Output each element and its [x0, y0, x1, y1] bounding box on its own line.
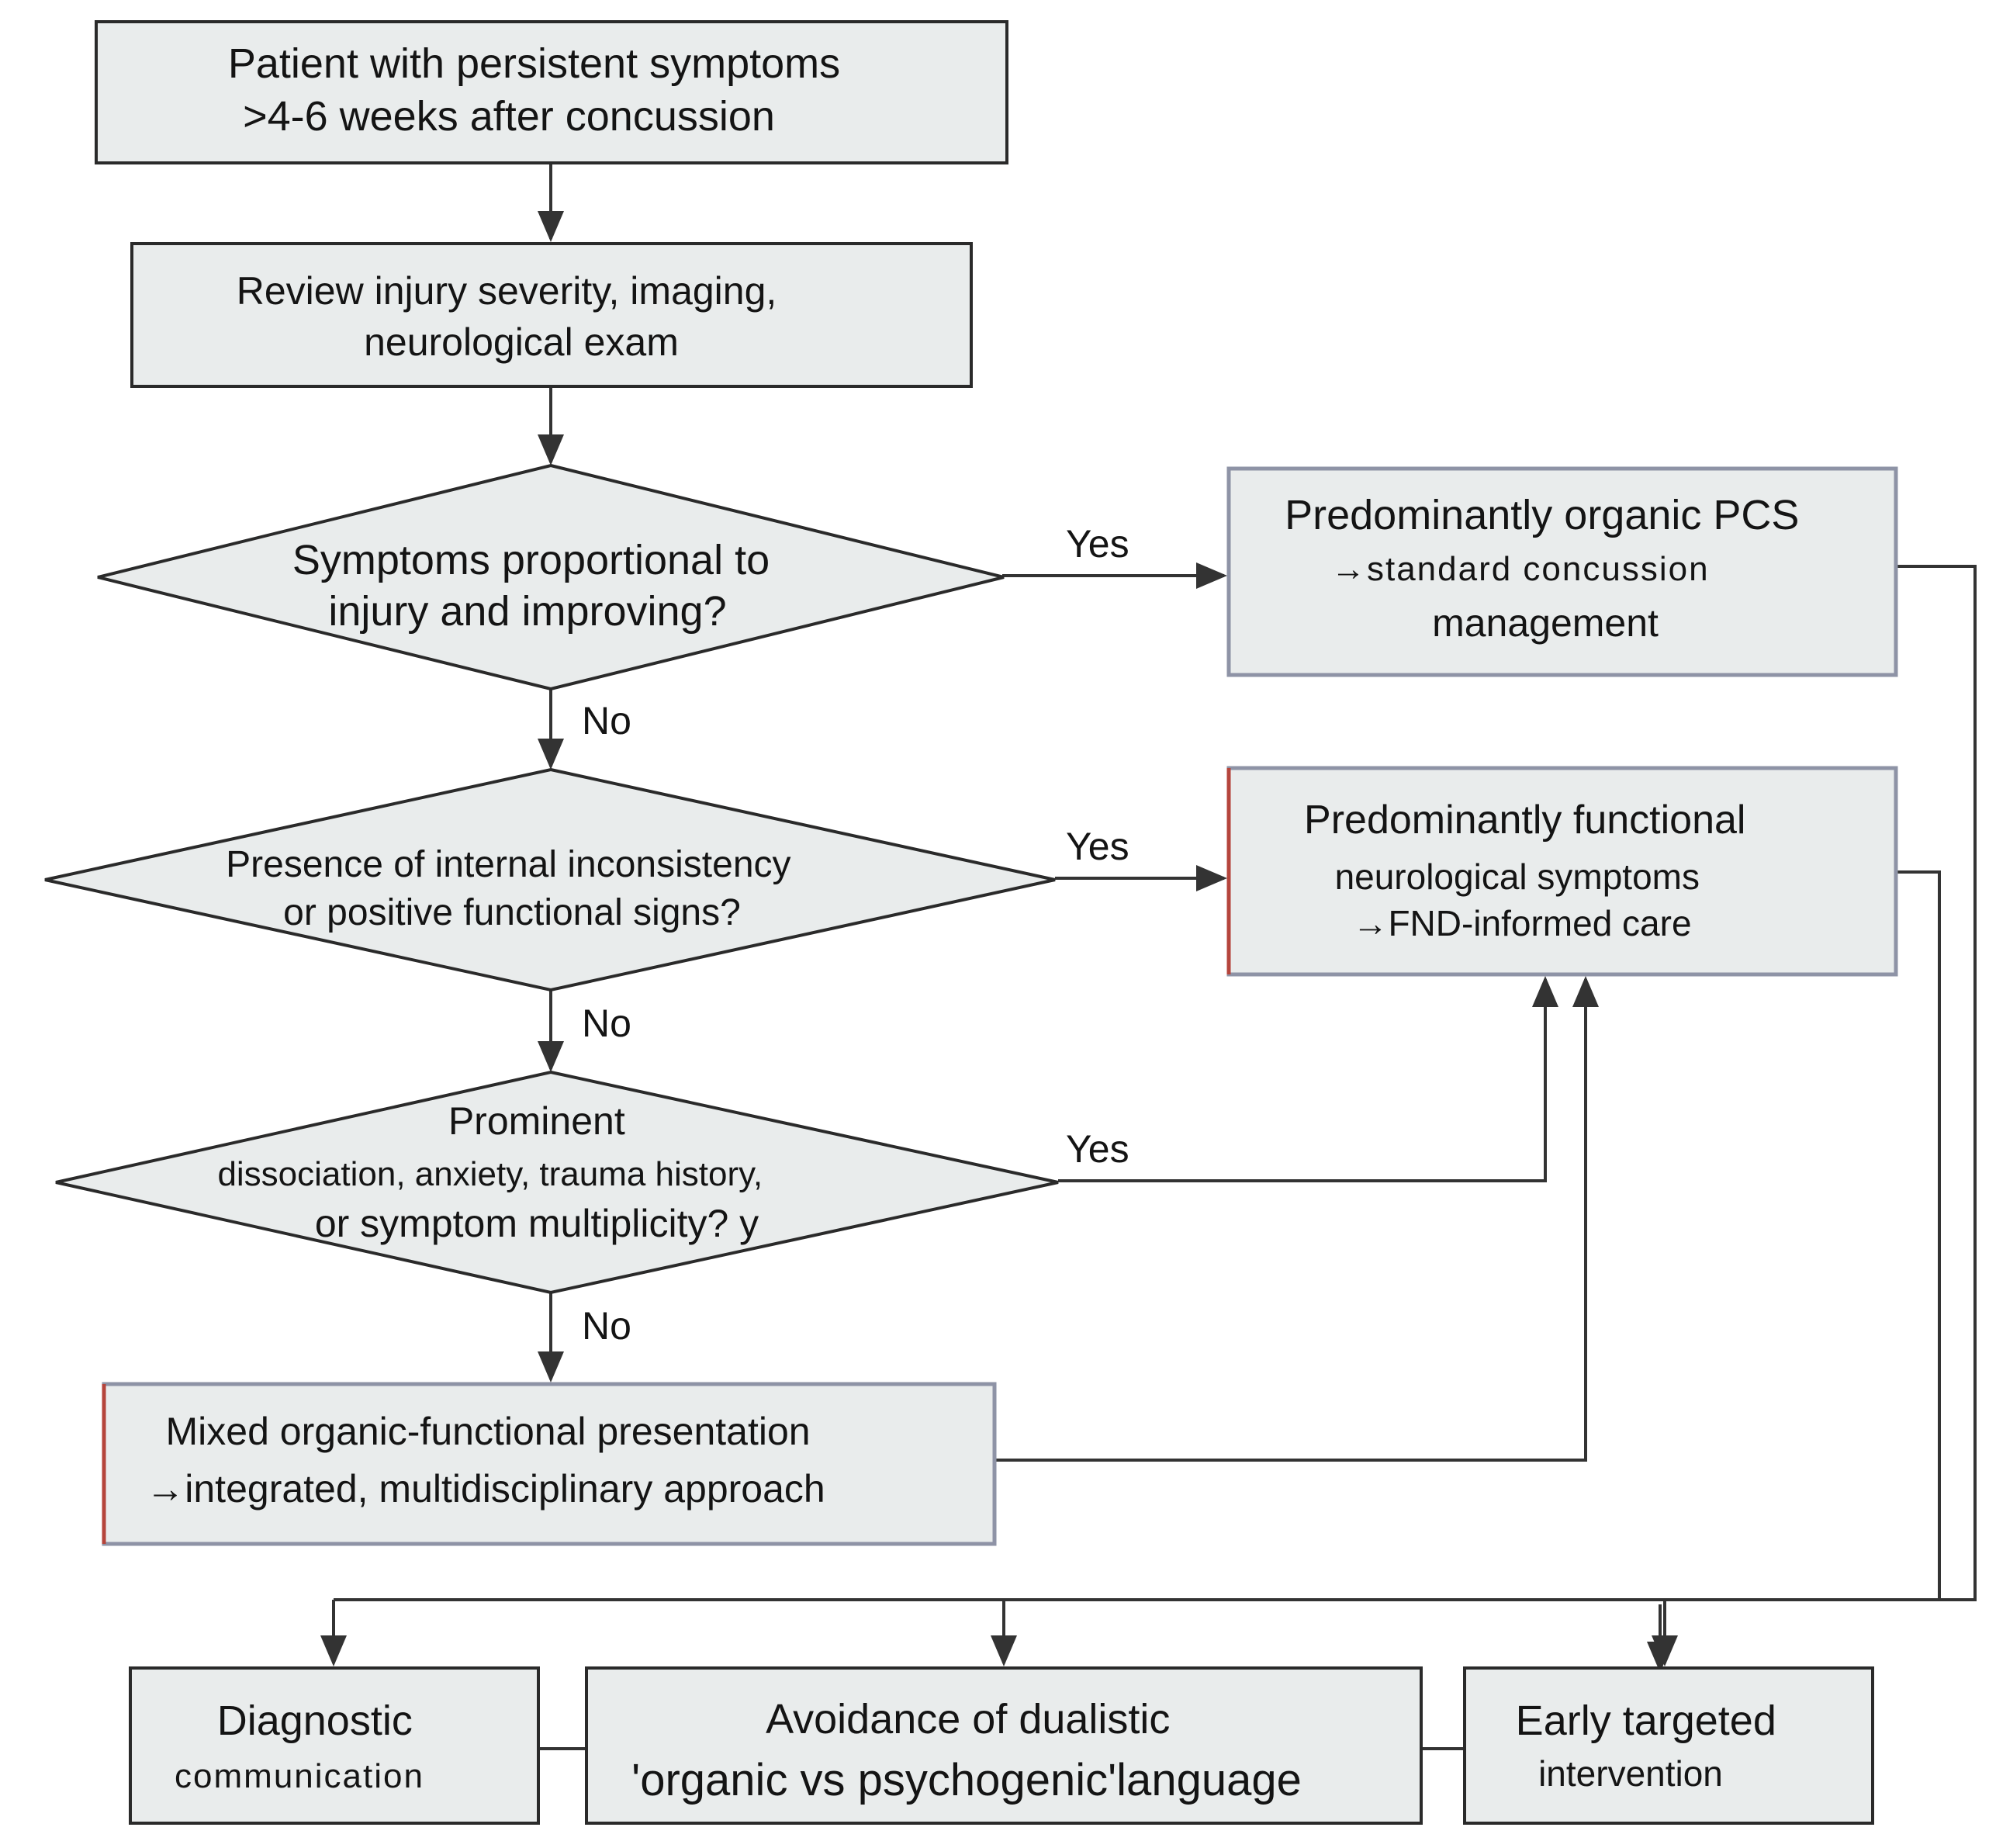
node-start: Patient with persistent symptoms >4-6 we… [95, 20, 1008, 164]
organic-line-1: Predominantly organic PCS [1285, 492, 1799, 538]
review-line-1: Review injury severity, imaging, [237, 269, 777, 313]
functional-line-3: →FND-informed care [1352, 903, 1691, 943]
start-line-1: Patient with persistent symptoms [228, 40, 840, 87]
svg-text:Patient with persistent sympto: Patient with persistent symptoms >4-6 we… [228, 40, 852, 140]
decision3-line-1: Prominent [448, 1099, 625, 1143]
avoid-line-2: 'organic vs psychogenic'language [631, 1755, 1302, 1805]
mixed-line-2: →integrated, multidisciplinary approach [146, 1467, 825, 1511]
edge-labels: Yes No Yes No Yes No [582, 522, 1129, 1348]
decision1-line-2: injury and improving? [328, 588, 726, 635]
node-early: Early targeted intervention [1463, 1666, 1874, 1825]
svg-text:Mixed organic-functional prese: Mixed organic-functional presentation →i… [146, 1410, 825, 1511]
avoid-line-1: Avoidance of dualistic [766, 1696, 1170, 1742]
organic-line-2: →standard concussion [1331, 550, 1710, 588]
edge-d3-yes [1058, 976, 1558, 1182]
node-decision3: Prominent dissociation, anxiety, trauma … [55, 1070, 1059, 1295]
connectors [320, 163, 1977, 1750]
svg-text:Review injury severity, imagin: Review injury severity, imaging, neurolo… [237, 269, 787, 364]
decision2-line-2: or positive functional signs? [283, 892, 741, 933]
early-line-2: intervention [1538, 1753, 1723, 1794]
node-decision1: Symptoms proportional to injury and impr… [97, 463, 1005, 691]
mixed-line-1: Mixed organic-functional presentation [166, 1410, 811, 1453]
edge-functional-bus [1896, 870, 1941, 1600]
svg-text:Early targeted intervent: Early targeted intervention [1516, 1697, 1780, 1794]
label-d1-yes: Yes [1066, 522, 1129, 566]
svg-text:Predominantly organic PCS: Predominantly organic PCS →standard conc… [1285, 492, 1803, 645]
svg-text:Predominantly functional: Predominantly functional neurological sy… [1304, 798, 1749, 943]
edge-organic-bus [1665, 565, 1977, 1601]
node-organic: Predominantly organic PCS →standard conc… [1226, 466, 1898, 677]
node-mixed: Mixed organic-functional presentation →i… [102, 1382, 997, 1546]
edge-mixed-functional [994, 976, 1599, 1462]
label-d2-no: No [582, 1002, 631, 1045]
node-decision2: Presence of internal inconsistency or po… [44, 767, 1056, 992]
review-line-2: neurological exam [364, 320, 679, 364]
node-functional: Predominantly functional neurological sy… [1226, 766, 1898, 977]
organic-line-3: management [1432, 601, 1659, 645]
svg-text:Avoidance of dualistic ': Avoidance of dualistic 'organic vs psych… [631, 1696, 1302, 1805]
functional-line-1: Predominantly functional [1304, 798, 1745, 843]
diag-comm-line-1: Diagnostic [217, 1697, 413, 1744]
decision2-line-1: Presence of internal inconsistency [226, 844, 790, 885]
label-d2-yes: Yes [1066, 825, 1129, 868]
svg-text:Diagnostic communication: Diagnostic communication [175, 1697, 424, 1795]
svg-text:Symptoms proportional to: Symptoms proportional to injury and impr… [292, 537, 781, 635]
node-review: Review injury severity, imaging, neurolo… [130, 242, 973, 388]
decision3-line-3: or symptom multiplicity? y [315, 1202, 759, 1245]
label-d3-no: No [582, 1304, 631, 1348]
node-diag-comm: Diagnostic communication [129, 1666, 540, 1825]
svg-text:Prominent dissociation,: Prominent dissociation, anxiety, trauma … [217, 1099, 766, 1245]
start-line-2: >4-6 weeks after concussion [243, 93, 775, 140]
decision1-line-1: Symptoms proportional to [292, 537, 770, 583]
node-avoid: Avoidance of dualistic 'organic vs psych… [585, 1666, 1423, 1825]
label-d1-no: No [582, 699, 631, 742]
early-line-1: Early targeted [1516, 1697, 1776, 1744]
decision3-line-2: dissociation, anxiety, trauma history, [217, 1155, 763, 1193]
label-d3-yes: Yes [1066, 1127, 1129, 1171]
diag-comm-line-2: communication [175, 1757, 424, 1795]
svg-text:Presence of internal inconsist: Presence of internal inconsistency or po… [226, 844, 801, 933]
functional-line-2: neurological symptoms [1335, 857, 1700, 897]
